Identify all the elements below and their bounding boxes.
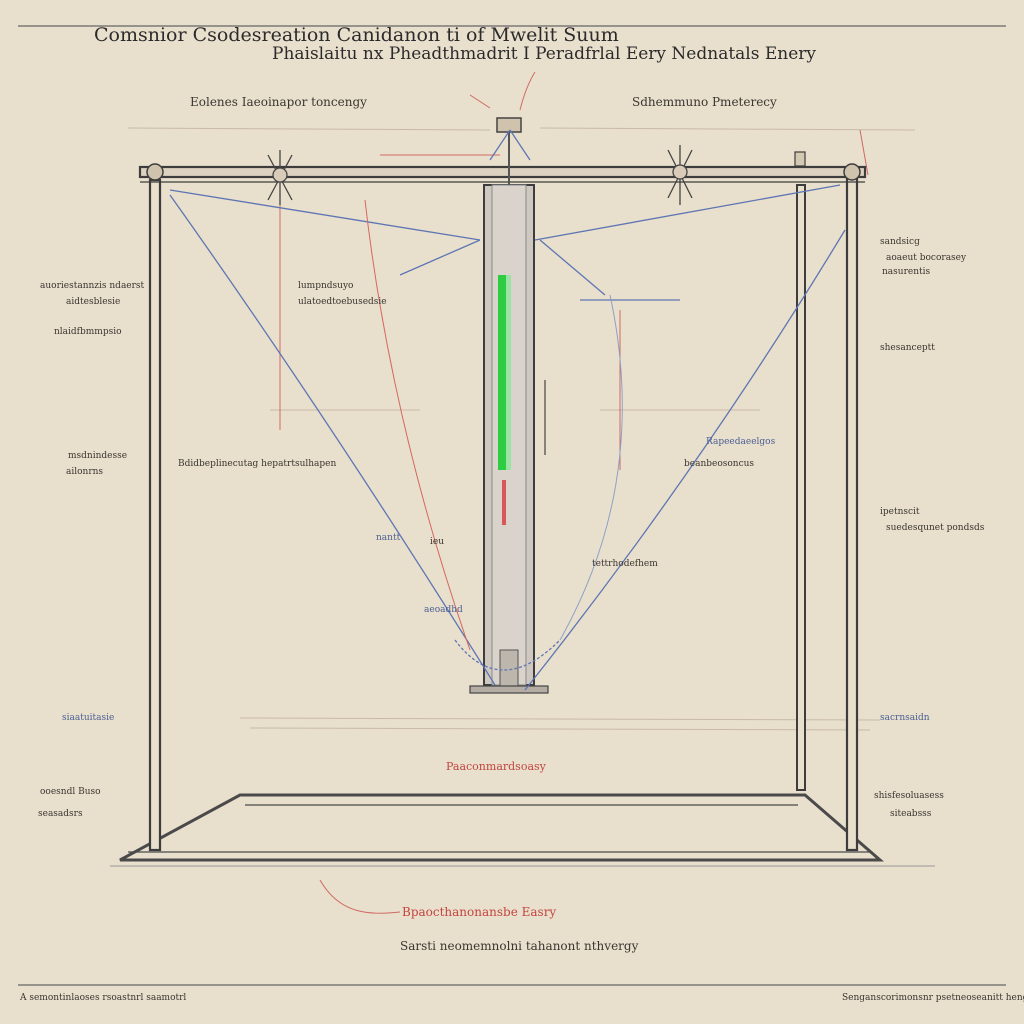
- guide-lines: [127, 127, 916, 731]
- label-left-7: siaatuitasie: [62, 713, 115, 723]
- diagram-title-line1: Comsnior Csodesreation Canidanon ti of M…: [94, 24, 619, 46]
- red-trajectory: [364, 199, 471, 651]
- label-right-3: nasurentis: [882, 267, 931, 277]
- label-left-1: auoriestannzis ndaerst: [40, 281, 145, 291]
- label-lower-mid-right: tettrhodefhem: [592, 559, 658, 569]
- label-left-2: aidtesblesie: [66, 297, 121, 307]
- label-center-right-2: beanbeosoncus: [684, 459, 755, 469]
- label-lower-left: nantt: [376, 533, 401, 543]
- label-top-left: Eolenes Iaeoinapor toncengy: [190, 95, 367, 109]
- label-left-4: msdnindesse: [68, 451, 128, 461]
- blue-cables: [169, 129, 846, 691]
- label-right-6: suedesqunet pondsds: [886, 523, 985, 533]
- label-left-5: ailonrns: [66, 467, 104, 477]
- label-center-left: Bdidbeplinecutag hepatrtsulhapen: [178, 459, 337, 469]
- label-lower-left-2: ieu: [430, 537, 445, 547]
- floor-frame: [110, 793, 935, 867]
- top-beam: [138, 151, 867, 183]
- label-right-2: aoaeut bocorasey: [886, 253, 967, 263]
- diagram-title-line2: Phaislaitu nx Pheadthmadrit I Peradfrlal…: [272, 44, 817, 64]
- label-right-4: shesanceptt: [880, 343, 935, 353]
- label-left-3: nlaidfbmmpsio: [54, 327, 122, 337]
- label-right-1: sandsicg: [880, 237, 920, 247]
- central-column: [469, 117, 549, 694]
- label-mid-left-2: ulatoedtoebusedsie: [298, 297, 387, 307]
- label-right-8: shisfesoluasess: [874, 791, 944, 801]
- label-mid-left-1: lumpndsuyo: [298, 281, 354, 291]
- label-top-right: Sdhemmuno Pmeterecy: [632, 95, 777, 109]
- label-left-9: seasadsrs: [38, 809, 83, 819]
- label-lower-mid: aeoadhd: [424, 605, 463, 615]
- blue-guide-curve: [559, 294, 623, 641]
- red-annotation-lines: [279, 71, 869, 914]
- footer-right: Senganscorimonsnr psetneoseanitt hengtre…: [842, 993, 1024, 1003]
- label-right-5: ipetnscit: [880, 507, 920, 517]
- label-right-7: sacrnsaidn: [880, 713, 930, 723]
- label-red-bottom: Bpaocthanonansbe Easry: [402, 905, 557, 919]
- label-right-9: siteabsss: [890, 809, 932, 819]
- bottom-caption: Sarsti neomemnolni tahanont nthvergy: [400, 939, 639, 953]
- label-red-center: Paaconmardsoasy: [446, 760, 546, 773]
- beam-clamps: [267, 145, 693, 205]
- footer-left: A semontinlaoses rsoastnrl saamotrl: [20, 993, 187, 1003]
- label-center-right: Rapeedaeelgos: [706, 437, 776, 447]
- label-left-8: ooesndl Buso: [40, 787, 101, 797]
